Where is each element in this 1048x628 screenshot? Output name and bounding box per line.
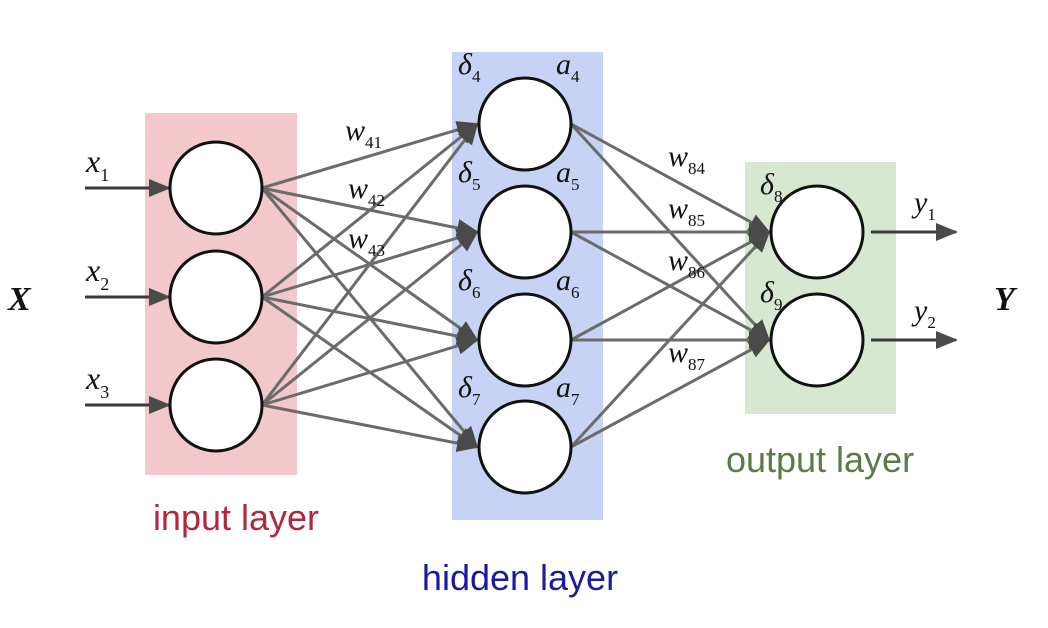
labels: x1 x2 x3 δ4 a4 δ5 a5 δ6 a6 δ7 a7 δ8 y1 δ9 y2 w41 w42 w43 w… bbox=[85, 48, 936, 409]
hidden-node-h6 bbox=[477, 292, 573, 388]
edge-h7-o8 bbox=[569, 230, 771, 449]
input-label-x2: x2 bbox=[85, 252, 109, 294]
hidden-layer-label: hidden layer bbox=[422, 557, 618, 598]
edge-x3-h6 bbox=[261, 337, 479, 407]
connections bbox=[260, 121, 771, 452]
input-label-x1: x1 bbox=[85, 143, 109, 185]
input-node-x3 bbox=[168, 357, 264, 453]
output-node-o8 bbox=[769, 184, 865, 280]
hidden-node-h7 bbox=[477, 399, 573, 495]
weight-label-w87: w87 bbox=[668, 336, 706, 374]
output-label-o9: y2 bbox=[911, 294, 936, 332]
output-layer-label: output layer bbox=[726, 439, 914, 480]
weight-label-w85: w85 bbox=[668, 192, 705, 230]
output-node-o9 bbox=[769, 292, 865, 388]
output-label-o8: y1 bbox=[911, 186, 936, 224]
weight-label-w42: w42 bbox=[348, 172, 385, 210]
delta-label-h5: δ5 bbox=[458, 156, 480, 194]
activation-label-h6: a6 bbox=[556, 264, 580, 302]
delta-label-o9: δ9 bbox=[760, 276, 782, 314]
weight-label-w86: w86 bbox=[668, 244, 705, 282]
input-label-x3: x3 bbox=[85, 360, 109, 402]
io-arrows bbox=[85, 179, 958, 414]
nodes bbox=[168, 76, 865, 495]
delta-label-o8: δ8 bbox=[760, 168, 782, 206]
edge-h4-o8 bbox=[570, 122, 771, 234]
edge-h7-o9 bbox=[570, 338, 771, 449]
activation-label-h4: a4 bbox=[556, 48, 580, 86]
edge-x3-h5 bbox=[261, 230, 479, 407]
edge-x3-h7 bbox=[261, 403, 479, 452]
output-vector-label: Y bbox=[994, 281, 1018, 318]
input-node-x1 bbox=[168, 140, 264, 236]
hidden-node-h4 bbox=[477, 76, 573, 172]
delta-label-h7: δ7 bbox=[458, 371, 481, 409]
input-layer-label: input layer bbox=[153, 497, 319, 538]
edge-x1-h4 bbox=[261, 121, 479, 190]
input-vector-label: X bbox=[7, 281, 32, 318]
weight-label-w43: w43 bbox=[348, 222, 385, 260]
edge-x2-h4 bbox=[261, 122, 479, 299]
edge-h6-o8 bbox=[570, 230, 771, 342]
activation-label-h5: a5 bbox=[556, 156, 580, 194]
edge-x3-h4 bbox=[260, 122, 479, 406]
hidden-node-h5 bbox=[477, 184, 573, 280]
activation-label-h7: a7 bbox=[556, 371, 580, 409]
delta-label-h6: δ6 bbox=[458, 264, 480, 302]
delta-label-h4: δ4 bbox=[458, 48, 481, 86]
weight-label-w41: w41 bbox=[345, 114, 382, 152]
input-node-x2 bbox=[168, 249, 264, 345]
weight-label-w84: w84 bbox=[668, 140, 706, 178]
